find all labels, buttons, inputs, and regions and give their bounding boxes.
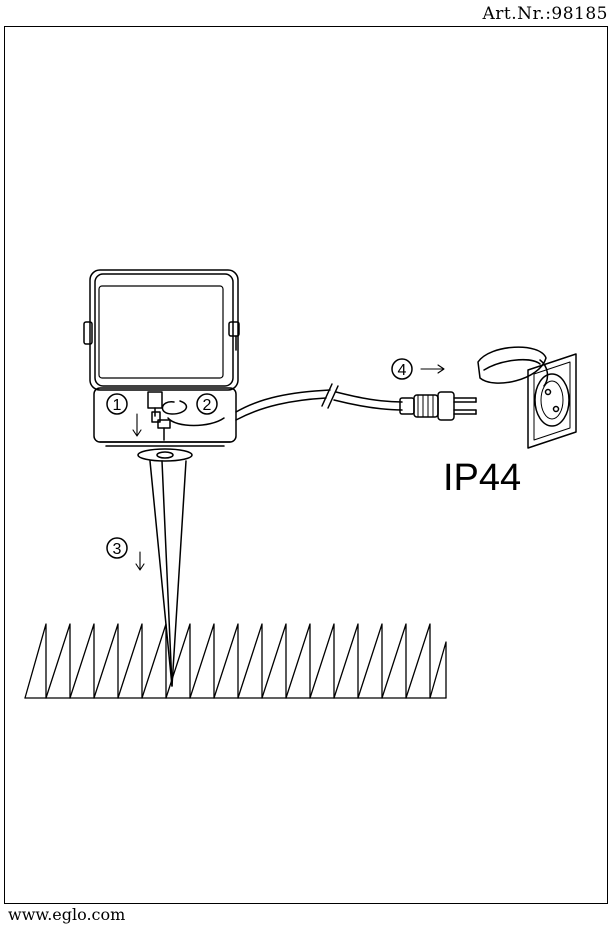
floodlight-icon: [83, 269, 240, 447]
mounting-bracket-icon: [147, 391, 225, 441]
step-4-marker: 4: [391, 358, 445, 380]
svg-text:3: 3: [113, 541, 122, 558]
svg-text:1: 1: [113, 397, 122, 414]
step-1-marker: 1: [106, 393, 142, 437]
svg-text:4: 4: [398, 362, 407, 379]
svg-text:2: 2: [203, 397, 212, 414]
power-cable-icon: [235, 383, 403, 421]
website-url: www.eglo.com: [8, 905, 126, 924]
plug-icon: [399, 391, 477, 421]
ground-icon: [24, 623, 447, 699]
step-3-marker: 3: [106, 537, 145, 571]
article-number: Art.Nr.:98185: [482, 4, 608, 24]
ground-spike-icon: [137, 448, 193, 687]
step-2-marker: 2: [196, 393, 218, 415]
wall-socket-icon: [477, 346, 577, 449]
drawing-frame: [4, 26, 608, 904]
ip-rating-label: IP44: [443, 457, 521, 499]
